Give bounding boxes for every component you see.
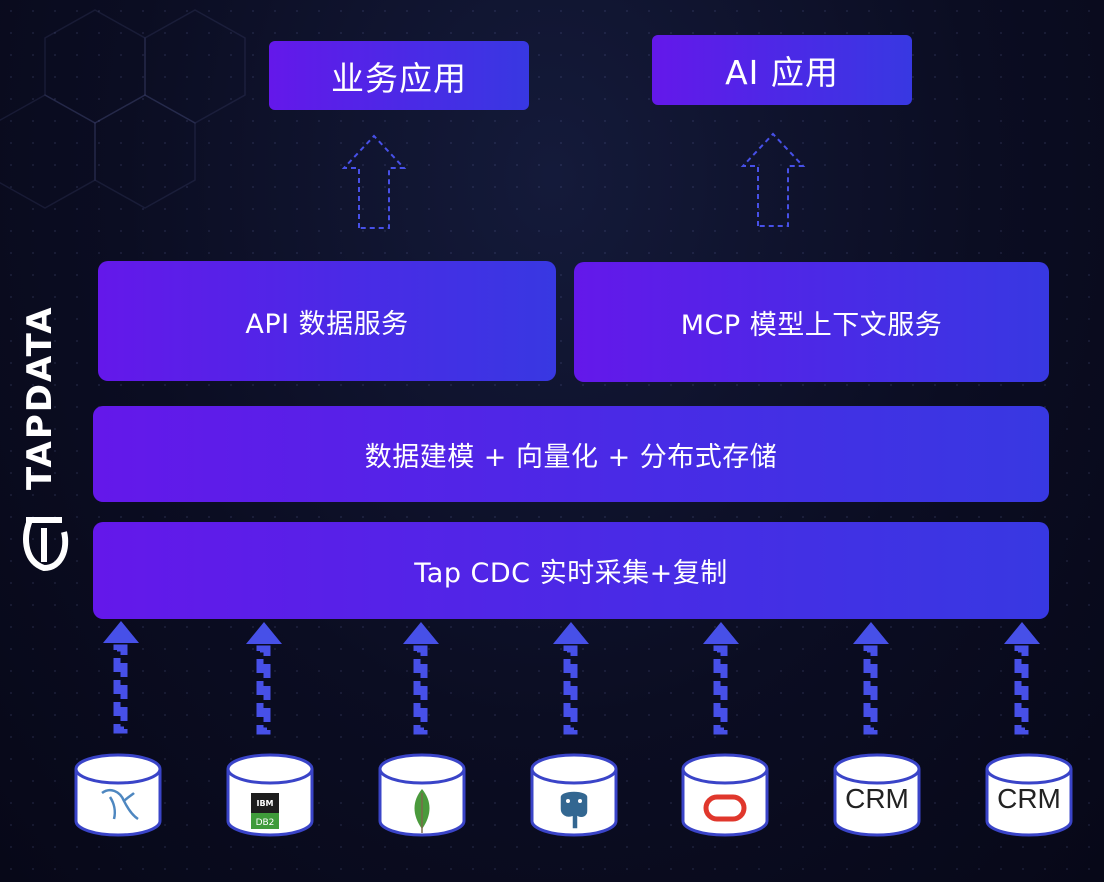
cdc-layer-label: Tap CDC 实时采集+复制 — [414, 558, 728, 589]
api-data-service-label: API 数据服务 — [245, 308, 409, 340]
crm-label-1: CRM — [845, 783, 909, 814]
cdc-layer-box: Tap CDC 实时采集+复制 — [93, 522, 1049, 619]
postgresql-source — [530, 753, 618, 837]
oracle-ring-icon — [703, 794, 747, 822]
mysql-source — [74, 753, 162, 837]
crm-label-2: CRM — [997, 783, 1061, 814]
mongodb-source — [378, 753, 466, 837]
business-app-label: 业务应用 — [331, 58, 467, 98]
crm-source-1: CRM — [833, 753, 921, 837]
mcp-service-label: MCP 模型上下文服务 — [680, 309, 943, 341]
mcp-service-box: MCP 模型上下文服务 — [574, 262, 1049, 382]
modeling-layer-box: 数据建模 + 向量化 + 分布式存储 — [93, 406, 1049, 502]
postgresql-elephant-icon — [559, 790, 589, 830]
ai-app-box: AI 应用 — [652, 35, 912, 105]
crm-source-2: CRM — [985, 753, 1073, 837]
ibm-label: IBM — [256, 799, 273, 808]
db2-label: DB2 — [256, 818, 275, 828]
db2-source: IBM DB2 — [226, 753, 314, 837]
business-app-box: 业务应用 — [269, 41, 529, 110]
modeling-layer-label: 数据建模 + 向量化 + 分布式存储 — [364, 441, 778, 473]
mongodb-leaf-icon — [414, 789, 430, 833]
ibm-db2-icon: IBM DB2 — [251, 793, 279, 829]
oracle-source — [681, 753, 769, 837]
ai-app-label: AI 应用 — [725, 53, 839, 92]
mysql-dolphin-icon — [101, 789, 139, 821]
api-data-service-box: API 数据服务 — [98, 261, 556, 381]
